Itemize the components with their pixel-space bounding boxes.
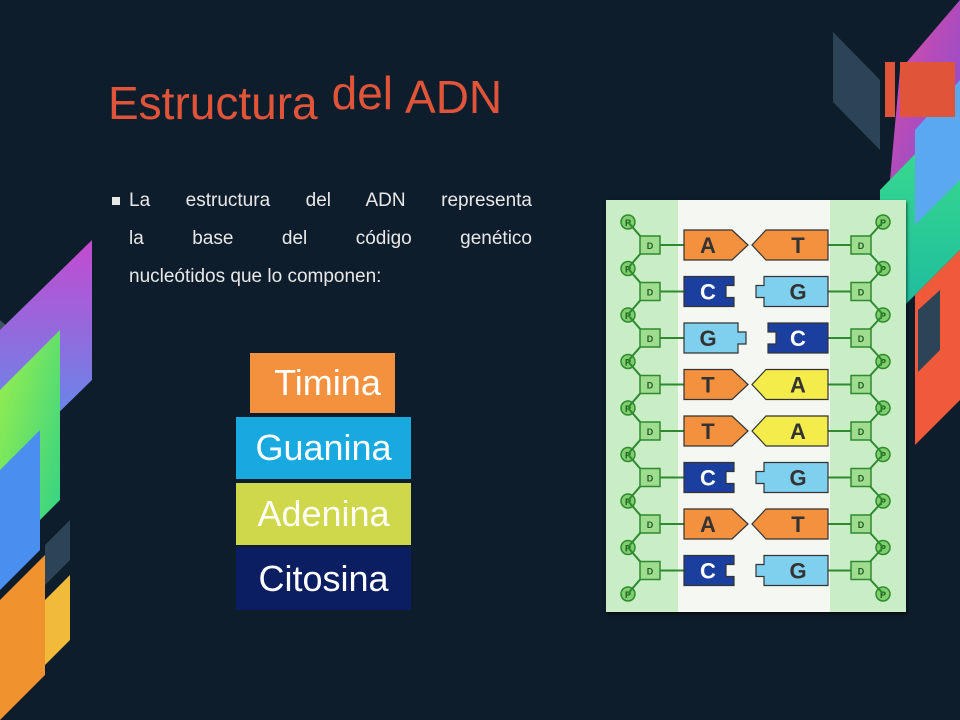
left-backbone-band: [606, 200, 678, 612]
right-backbone-band: [830, 200, 906, 612]
sugar-label: D: [858, 334, 865, 344]
left-nucleotide-G: [683, 322, 747, 354]
base-box-guanina: Guanina: [236, 417, 411, 479]
bullet-square-icon: [112, 197, 120, 205]
right-base-label: T: [791, 512, 805, 537]
bullet-line: la base del código genético: [129, 228, 532, 249]
sugar-label: D: [647, 567, 654, 577]
title-word: ADN: [405, 71, 503, 123]
pairing-zone: [678, 200, 830, 612]
bullet-line: nucleótidos que lo componen:: [129, 266, 382, 287]
title-accent-block: [900, 62, 955, 117]
sugar-label: D: [858, 520, 865, 530]
right-base-label: T: [791, 233, 805, 258]
left-base-label: C: [700, 466, 716, 491]
left-base-label: T: [701, 419, 715, 444]
right-nucleotide-G: [755, 554, 829, 587]
sugar-label: D: [647, 381, 654, 391]
sugar-label: D: [647, 474, 654, 484]
base-box-citosina: Citosina: [236, 547, 411, 610]
sugar-label: D: [858, 241, 865, 251]
base-box-adenina: Adenina: [236, 483, 411, 545]
left-base-label: G: [699, 326, 716, 351]
sugar-label: D: [858, 567, 865, 577]
bullet-line: La estructura del ADN representa: [129, 190, 532, 211]
phosphate-label: P: [625, 590, 631, 600]
title-word: Estructura: [108, 77, 318, 129]
right-nucleotide-C: [767, 322, 829, 354]
title-accent-bar: [885, 62, 895, 117]
right-base-label: A: [790, 373, 806, 398]
left-nucleotide-T: [683, 368, 749, 401]
left-nucleotide-A: [683, 508, 749, 540]
left-nucleotide-C: [683, 275, 735, 308]
left-base-label: A: [700, 233, 716, 258]
bullet-paragraph: La estructura del ADN representa la base…: [112, 182, 532, 296]
sugar-label: D: [647, 334, 654, 344]
sugar-label: D: [647, 241, 654, 251]
right-nucleotide-G: [755, 275, 829, 308]
sugar-label: D: [647, 288, 654, 298]
sugar-label: D: [647, 427, 654, 437]
sugar-label: D: [858, 474, 865, 484]
phosphate-label: P: [880, 590, 886, 600]
right-nucleotide-G: [755, 461, 829, 494]
right-nucleotide-A: [751, 415, 829, 447]
left-nucleotide-C: [683, 461, 735, 494]
title-word: del: [331, 67, 394, 119]
right-base-label: C: [790, 326, 806, 351]
left-nucleotide-A: [683, 229, 749, 261]
right-nucleotide-T: [751, 508, 829, 540]
right-nucleotide-A: [751, 368, 829, 401]
right-base-label: A: [790, 419, 806, 444]
left-base-label: C: [700, 559, 716, 584]
base-box-timina: Timina: [250, 353, 395, 413]
sugar-label: D: [858, 427, 865, 437]
left-base-label: A: [700, 512, 716, 537]
sugar-label: D: [858, 381, 865, 391]
left-base-label: T: [701, 373, 715, 398]
right-base-label: G: [789, 466, 806, 491]
left-nucleotide-T: [683, 415, 749, 447]
right-nucleotide-T: [751, 229, 829, 261]
right-base-label: G: [789, 280, 806, 305]
sugar-label: D: [858, 288, 865, 298]
right-base-label: G: [789, 559, 806, 584]
sugar-label: D: [647, 520, 654, 530]
left-nucleotide-C: [683, 554, 735, 587]
left-base-label: C: [700, 280, 716, 305]
